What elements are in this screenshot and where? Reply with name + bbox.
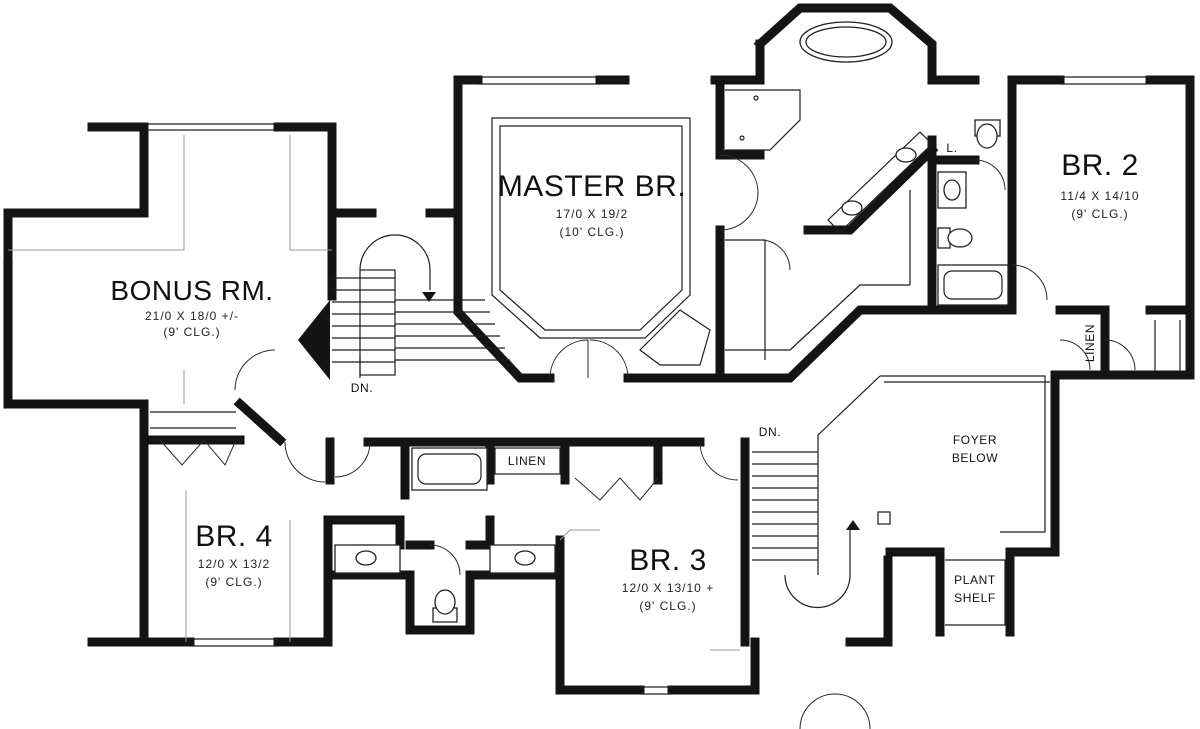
right-stair — [752, 451, 891, 609]
detail-lines — [8, 117, 1050, 651]
label-stair-right-dn: DN. — [759, 425, 781, 439]
room-br3: BR. 3 12/0 X 13/10 + (9' CLG.) — [622, 544, 714, 613]
room-ceiling-br2: (9' CLG.) — [1071, 207, 1128, 221]
bathtub-icon — [411, 447, 488, 491]
windows — [3, 76, 1150, 695]
label-stair-left-dn: DN. — [351, 381, 373, 395]
room-size-br4: 12/0 X 13/2 — [198, 557, 270, 571]
left-stair — [298, 234, 510, 380]
label-linen-hall: LINEN — [508, 454, 546, 468]
room-name-master: MASTER BR. — [498, 170, 686, 203]
room-size-bonus: 21/0 X 18/0 +/- — [145, 309, 239, 323]
room-br4: BR. 4 12/0 X 13/2 (9' CLG.) — [195, 520, 273, 589]
stair-arrow-up-icon — [846, 520, 860, 530]
room-name-br4: BR. 4 — [195, 520, 273, 553]
room-name-br3: BR. 3 — [629, 544, 707, 577]
label-foyer-line2: BELOW — [952, 451, 998, 465]
stair-treads-right — [752, 451, 818, 561]
room-size-br2: 11/4 X 14/10 — [1060, 189, 1139, 203]
room-ceiling-br4: (9' CLG.) — [205, 575, 262, 589]
sink-icon — [514, 550, 536, 566]
room-ceiling-master: (10' CLG.) — [560, 225, 625, 239]
room-master: MASTER BR. 17/0 X 19/2 (10' CLG.) — [498, 170, 686, 239]
room-ceiling-br3: (9' CLG.) — [639, 599, 696, 613]
label-linen-br2: LINEN — [1083, 324, 1097, 362]
exterior-walls — [3, 3, 1195, 695]
room-size-br3: 12/0 X 13/10 + — [622, 581, 714, 595]
room-size-master: 17/0 X 19/2 — [556, 207, 628, 221]
stair-arrow-icon — [422, 292, 436, 302]
room-name-br2: BR. 2 — [1061, 149, 1139, 182]
stair-treads-left — [332, 277, 510, 363]
sink-icon — [355, 550, 377, 566]
fixtures — [150, 21, 1181, 626]
doors — [234, 154, 1136, 729]
room-name-bonus: BONUS RM. — [110, 275, 273, 306]
room-bonus: BONUS RM. 21/0 X 18/0 +/- (9' CLG.) — [110, 275, 273, 339]
label-foyer-line1: FOYER — [953, 433, 997, 447]
label-plant-line1: PLANT — [954, 573, 996, 587]
label-plant-line2: SHELF — [954, 591, 996, 605]
room-br2: BR. 2 11/4 X 14/10 (9' CLG.) — [1060, 149, 1139, 221]
sink-icon — [841, 200, 863, 216]
label-laundry: L. — [946, 141, 957, 155]
sink-icon — [895, 147, 917, 163]
room-ceiling-bonus: (9' CLG.) — [163, 325, 220, 339]
